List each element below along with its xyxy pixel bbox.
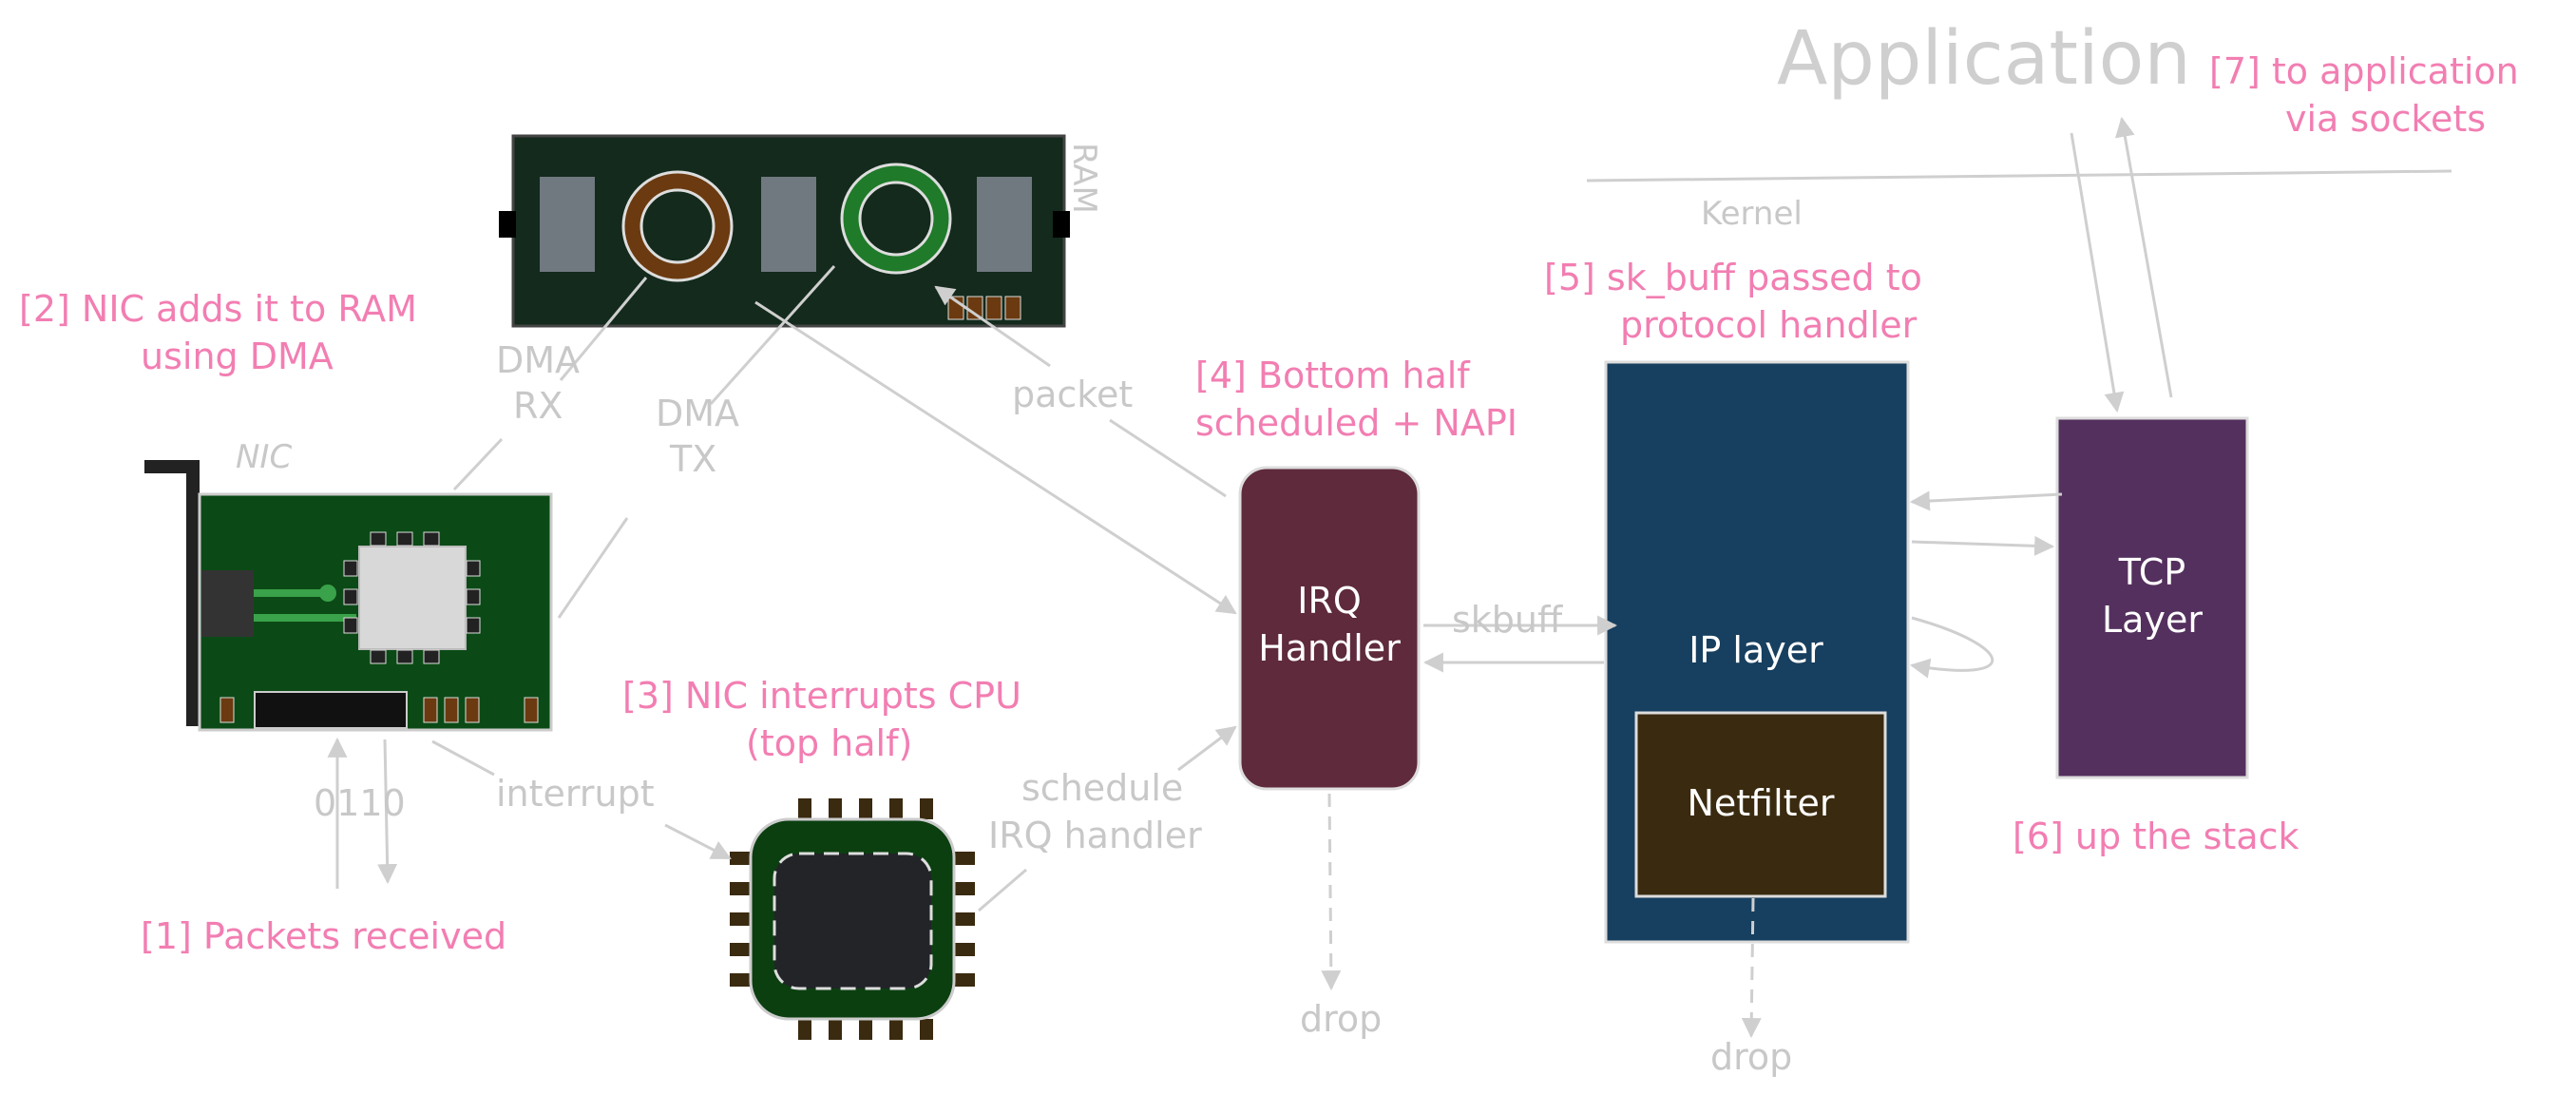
cpu-chip [730, 798, 975, 1040]
kernel-boundary-line [1586, 169, 2452, 182]
ip-layer-label: IP layer [1689, 629, 1823, 671]
step-3-label: [3] NIC interrupts CPU [622, 675, 1021, 717]
interrupt-line [431, 739, 495, 777]
tcp-layer-label: TCP [2118, 551, 2185, 593]
schedule-label: schedule [1021, 767, 1183, 809]
ip-loop-arrow [1909, 616, 1994, 679]
ram-module [499, 134, 1070, 328]
tcp-to-ip-arrow [1909, 490, 2063, 511]
app-to-tcp-arrow [2070, 132, 2125, 413]
step-6-label: [6] up the stack [2013, 816, 2299, 857]
tcp-layer-label: Layer [2102, 599, 2203, 641]
application-title: Application [1777, 16, 2191, 102]
irq-handler-box [1238, 466, 1421, 791]
irq-handler-label: IRQ [1297, 580, 1362, 622]
step-5-label: protocol handler [1620, 304, 1918, 346]
irq-drop-label: drop [1300, 998, 1382, 1040]
irq-drop-arrow [1321, 793, 1342, 991]
irq-handler-label: Handler [1258, 627, 1401, 669]
ip-to-tcp-arrow [1911, 535, 2055, 556]
tcp-layer-box [2055, 416, 2249, 779]
step-2-label: [2] NIC adds it to RAM [19, 288, 417, 330]
tcp-to-app-arrow [2114, 116, 2173, 398]
step-4-label: scheduled + NAPI [1195, 402, 1517, 444]
bits-out-arrow [377, 739, 398, 885]
step-7-label: [7] to application [2209, 50, 2519, 92]
packet-line [1109, 418, 1227, 498]
step-2-label: using DMA [141, 336, 334, 377]
step-1-label: [1] Packets received [141, 915, 506, 957]
dma-tx-label: DMA [656, 393, 739, 434]
interrupt-label: interrupt [496, 773, 655, 815]
skbuff-label: skbuff [1452, 599, 1563, 641]
step-5-label: [5] sk_buff passed to [1544, 257, 1922, 298]
schedule-line [978, 868, 1027, 912]
packet-label: packet [1012, 374, 1133, 415]
step-7-label: via sockets [2285, 98, 2486, 140]
step-3-label: (top half) [746, 722, 912, 764]
nic-label: NIC [236, 438, 292, 476]
dma-rx-label: DMA [496, 339, 580, 381]
step-4-label: [4] Bottom half [1195, 355, 1471, 396]
dma-tx-line [557, 517, 629, 619]
dma-rx-label: RX [513, 385, 563, 427]
kernel-label: Kernel [1701, 195, 1803, 233]
ram-to-irq-arrow [754, 300, 1237, 615]
netfilter-box [1634, 711, 1887, 898]
netfilter-drop-label: drop [1710, 1036, 1792, 1078]
ram-label: RAM [1065, 143, 1103, 214]
dma-rx-line [452, 437, 504, 491]
bits-label: 0110 [314, 782, 406, 824]
nic-card [144, 460, 553, 732]
dma-tx-label: TX [669, 438, 716, 480]
netfilter-label: Netfilter [1687, 782, 1834, 824]
schedule-label: IRQ handler [988, 815, 1202, 856]
netfilter-drop-arrow [1741, 897, 1762, 1039]
